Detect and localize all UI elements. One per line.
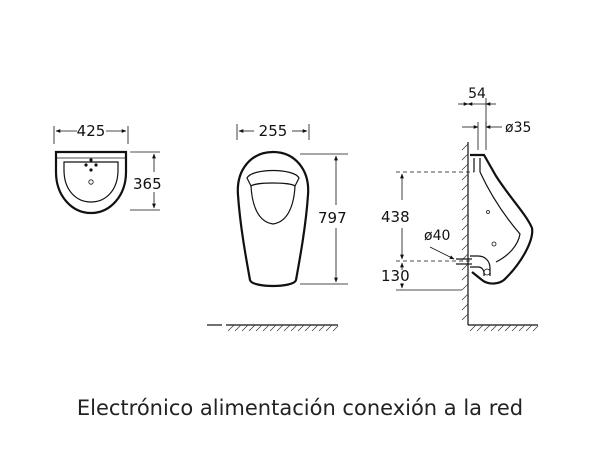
inlet-height-label: 438 — [381, 208, 410, 226]
top-view-outline — [54, 150, 128, 215]
floor-line — [207, 324, 339, 332]
front-view: 255 797 — [236, 122, 348, 288]
front-height-label: 797 — [318, 209, 347, 227]
inlet-diameter-label: ø35 — [505, 120, 531, 136]
side-view: 54 ø35 ø40 438 130 — [381, 86, 539, 332]
caption: Electrónico alimentación conexión a la r… — [76, 396, 524, 420]
top-view: 425 365 — [53, 122, 162, 215]
side-offset-label: 54 — [468, 86, 486, 102]
top-width-label: 425 — [77, 122, 106, 140]
top-depth-label: 365 — [133, 175, 162, 193]
side-view-outline — [470, 153, 534, 285]
outlet-diameter-label: ø40 — [424, 228, 450, 244]
technical-drawing: 425 365 255 797 — [53, 86, 539, 332]
outlet-height-label: 130 — [381, 267, 410, 285]
front-view-outline — [236, 150, 310, 288]
front-width-label: 255 — [259, 122, 288, 140]
